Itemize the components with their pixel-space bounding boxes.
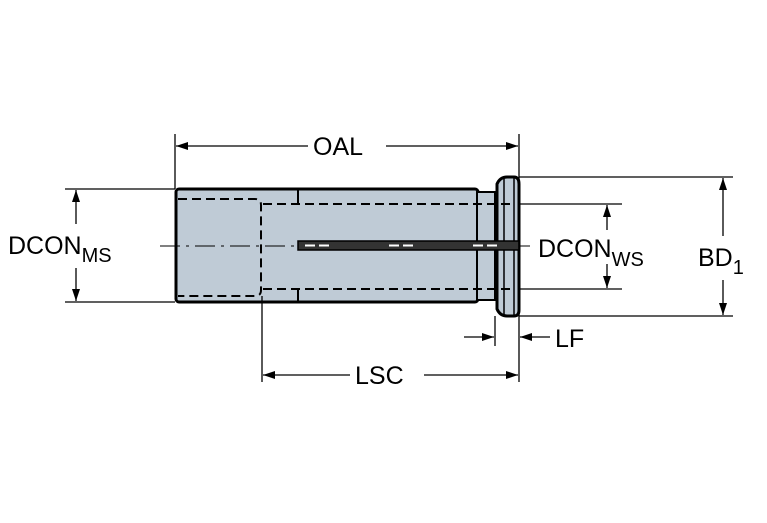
bd1-label: BD1 xyxy=(698,244,744,279)
lsc-label: LSC xyxy=(355,362,404,390)
dcon-ws-label: DCONWS xyxy=(538,235,644,271)
hidden-bore-lines xyxy=(178,198,515,297)
dcon-ms-label: DCONMS xyxy=(8,232,112,267)
slot xyxy=(297,240,520,251)
lf-label: LF xyxy=(555,325,584,353)
extension-lines xyxy=(65,134,733,382)
oal-label: OAL xyxy=(313,133,363,161)
